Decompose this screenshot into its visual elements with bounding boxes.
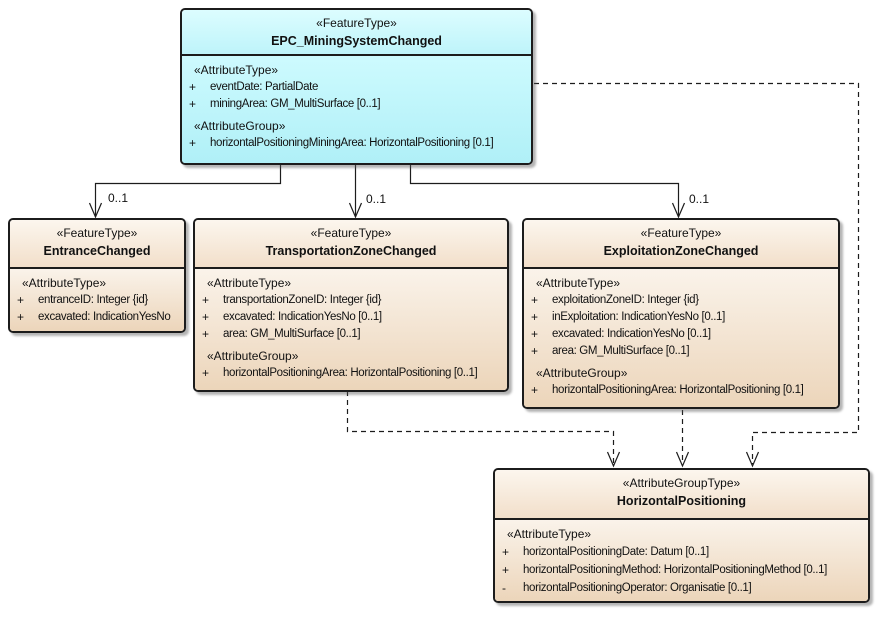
class-title-compartment: «FeatureType» EntranceChanged <box>10 220 184 269</box>
open-arrowhead-icon <box>675 451 690 468</box>
attribute-compartment: «AttributeType» + transportationZoneID: … <box>195 269 507 390</box>
stereotype-label: «FeatureType» <box>640 226 722 240</box>
association-epc-to-exploitationzone[interactable] <box>409 165 680 216</box>
attribute-compartment: «AttributeType» + horizontalPositioningD… <box>495 520 868 601</box>
attribute-row[interactable]: + excavated: IndicationYesNo [0..1] <box>524 326 838 343</box>
attribute-row[interactable]: + transportationZoneID: Integer {id} <box>195 292 507 309</box>
visibility-icon: + <box>531 383 539 397</box>
attribute-row[interactable]: + horizontalPositioningArea: HorizontalP… <box>524 382 838 399</box>
class-horizontalpositioning[interactable]: «AttributeGroupType» HorizontalPositioni… <box>493 468 870 603</box>
attribute-text: exploitationZoneID: Integer {id} <box>552 294 699 306</box>
class-title-compartment: «FeatureType» EPC_MiningSystemChanged <box>182 10 531 56</box>
open-arrowhead-icon <box>348 202 363 219</box>
section-header: «AttributeType» <box>194 63 279 77</box>
attribute-text: excavated: IndicationYesNo [0..1] <box>552 328 711 340</box>
stereotype-label: «FeatureType» <box>310 226 392 240</box>
class-title-compartment: «FeatureType» TransportationZoneChanged <box>195 220 507 269</box>
visibility-icon: + <box>531 344 539 358</box>
attribute-row[interactable]: + area: GM_MultiSurface [0..1] <box>524 343 838 360</box>
attribute-row[interactable]: - horizontalPositioningOperator: Organis… <box>495 579 868 597</box>
class-epc-miningsystemchanged[interactable]: «FeatureType» EPC_MiningSystemChanged «A… <box>180 8 533 165</box>
open-arrowhead-icon <box>745 451 760 468</box>
association-epc-to-entrance[interactable] <box>94 165 282 216</box>
stereotype-label: «FeatureType» <box>56 226 138 240</box>
visibility-icon: + <box>502 563 510 577</box>
attribute-text: inExploitation: IndicationYesNo [0..1] <box>552 311 725 323</box>
section-header: «AttributeType» <box>507 527 592 541</box>
attribute-row[interactable]: + excavated: IndicationYesNo [0..1] <box>195 309 507 326</box>
class-name: HorizontalPositioning <box>616 494 747 508</box>
multiplicity-label: 0..1 <box>108 191 129 205</box>
class-name: TransportationZoneChanged <box>265 244 437 258</box>
attribute-text: miningArea: GM_MultiSurface [0..1] <box>210 98 381 110</box>
attribute-compartment: «AttributeType» + entranceID: Integer {i… <box>10 269 184 331</box>
visibility-icon: + <box>17 310 25 324</box>
attribute-compartment: «AttributeType» + exploitationZoneID: In… <box>524 269 838 407</box>
class-title-compartment: «AttributeGroupType» HorizontalPositioni… <box>495 470 868 520</box>
section-header: «AttributeGroup» <box>194 119 286 133</box>
attribute-row[interactable]: + entranceID: Integer {id} <box>10 292 184 309</box>
attribute-text: excavated: IndicationYesNo <box>38 311 171 323</box>
class-name: ExploitationZoneChanged <box>603 244 759 258</box>
attribute-row[interactable]: + eventDate: PartialDate <box>182 79 531 96</box>
attribute-row[interactable]: + horizontalPositioningMiningArea: Horiz… <box>182 135 531 152</box>
attribute-row[interactable]: + horizontalPositioningDate: Datum [0..1… <box>495 543 868 561</box>
visibility-icon: + <box>531 293 539 307</box>
attribute-row[interactable]: + excavated: IndicationYesNo <box>10 309 184 326</box>
open-arrowhead-icon <box>88 202 103 219</box>
class-entrancechanged[interactable]: «FeatureType» EntranceChanged «Attribute… <box>8 218 186 333</box>
attribute-row[interactable]: + inExploitation: IndicationYesNo [0..1] <box>524 309 838 326</box>
class-title-compartment: «FeatureType» ExploitationZoneChanged <box>524 220 838 269</box>
section-header: «AttributeType» <box>207 276 292 290</box>
attribute-row[interactable]: + horizontalPositioningMethod: Horizonta… <box>495 561 868 579</box>
class-name: EPC_MiningSystemChanged <box>271 34 442 48</box>
multiplicity-label: 0..1 <box>689 192 710 206</box>
visibility-icon: + <box>189 97 197 111</box>
attribute-text: area: GM_MultiSurface [0..1] <box>552 345 690 357</box>
attribute-text: entranceID: Integer {id} <box>38 294 148 306</box>
visibility-icon: + <box>202 327 210 341</box>
visibility-icon: + <box>202 366 210 380</box>
attribute-text: horizontalPositioningMethod: HorizontalP… <box>523 564 827 576</box>
open-arrowhead-icon <box>671 202 686 219</box>
visibility-icon: + <box>531 327 539 341</box>
visibility-icon: + <box>189 80 197 94</box>
section-header: «AttributeType» <box>536 276 621 290</box>
open-arrowhead-icon <box>606 451 621 468</box>
stereotype-label: «FeatureType» <box>316 16 397 30</box>
visibility-icon: + <box>531 310 539 324</box>
class-transportationzonechanged[interactable]: «FeatureType» TransportationZoneChanged … <box>193 218 509 392</box>
attribute-text: horizontalPositioningArea: HorizontalPos… <box>223 367 478 379</box>
attribute-compartment: «AttributeType» + eventDate: PartialDate… <box>182 56 531 163</box>
attribute-text: horizontalPositioningMiningArea: Horizon… <box>210 137 494 149</box>
attribute-text: horizontalPositioningArea: HorizontalPos… <box>552 384 804 396</box>
visibility-icon: + <box>17 293 25 307</box>
attribute-row[interactable]: + horizontalPositioningArea: HorizontalP… <box>195 365 507 382</box>
visibility-icon: - <box>502 581 506 595</box>
stereotype-label: «AttributeGroupType» <box>622 476 741 490</box>
attribute-text: transportationZoneID: Integer {id} <box>223 294 382 306</box>
dependency-transportationzone-to-horizontalpositioning[interactable] <box>346 391 615 464</box>
class-exploitationzonechanged[interactable]: «FeatureType» ExploitationZoneChanged «A… <box>522 218 840 409</box>
attribute-text: excavated: IndicationYesNo [0..1] <box>223 311 382 323</box>
section-header: «AttributeGroup» <box>207 349 299 363</box>
dependency-epc-to-horizontalpositioning[interactable] <box>534 82 860 465</box>
attribute-text: area: GM_MultiSurface [0..1] <box>223 328 361 340</box>
multiplicity-label: 0..1 <box>366 192 387 206</box>
visibility-icon: + <box>189 136 197 150</box>
visibility-icon: + <box>202 310 210 324</box>
section-header: «AttributeGroup» <box>536 366 628 380</box>
attribute-text: eventDate: PartialDate <box>210 81 319 93</box>
attribute-text: horizontalPositioningDate: Datum [0..1] <box>523 546 709 558</box>
attribute-row[interactable]: + miningArea: GM_MultiSurface [0..1] <box>182 96 531 113</box>
section-header: «AttributeType» <box>22 276 107 290</box>
attribute-text: horizontalPositioningOperator: Organisat… <box>523 582 752 594</box>
class-name: EntranceChanged <box>43 244 151 258</box>
attribute-row[interactable]: + area: GM_MultiSurface [0..1] <box>195 326 507 343</box>
visibility-icon: + <box>202 293 210 307</box>
attribute-row[interactable]: + exploitationZoneID: Integer {id} <box>524 292 838 309</box>
visibility-icon: + <box>502 545 510 559</box>
